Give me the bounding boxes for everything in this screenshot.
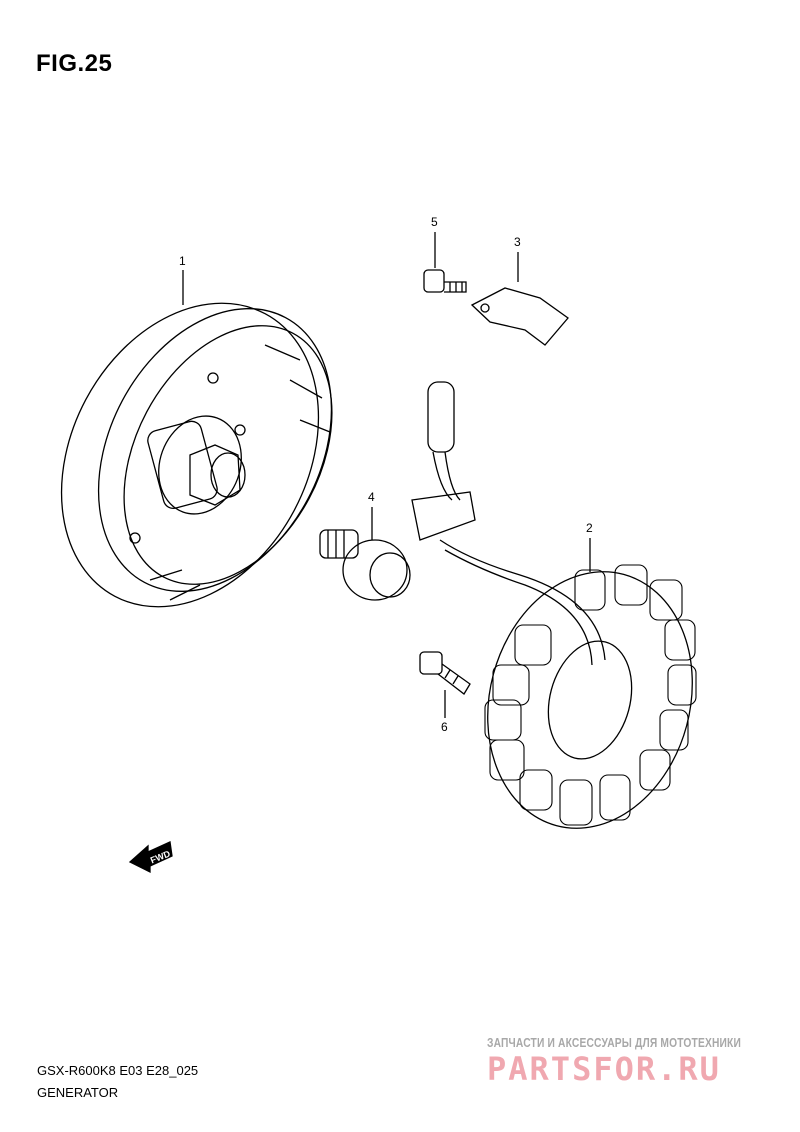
callout-2: 2	[586, 521, 593, 535]
bolt-part-4-drawing	[319, 529, 411, 601]
model-code: GSX-R600K8 E03 E28_025	[37, 1063, 199, 1078]
figure-title: FIG.25	[36, 50, 113, 77]
callout-1: 1	[179, 254, 186, 268]
watermark-tagline: ЗАПЧАСТИ И АКСЕССУАРЫ ДЛЯ МОТОТЕХНИКИ	[487, 1036, 741, 1050]
callout-6: 6	[441, 720, 448, 734]
fwd-arrow-icon: FWD	[128, 841, 173, 874]
flywheel-rotor-drawing	[60, 302, 333, 608]
callout-5: 5	[431, 215, 438, 229]
stator-part-2-drawing	[411, 381, 697, 829]
leader-lines	[182, 232, 591, 718]
bolt-part-5-drawing	[423, 269, 467, 293]
section-name: GENERATOR	[37, 1085, 119, 1100]
watermark-brand: PARTSFOR.RU	[487, 1050, 721, 1088]
bolt-part-6-drawing	[419, 651, 471, 695]
callout-4: 4	[368, 490, 375, 504]
callout-3: 3	[514, 235, 521, 249]
clamp-part-3-drawing	[470, 287, 569, 346]
